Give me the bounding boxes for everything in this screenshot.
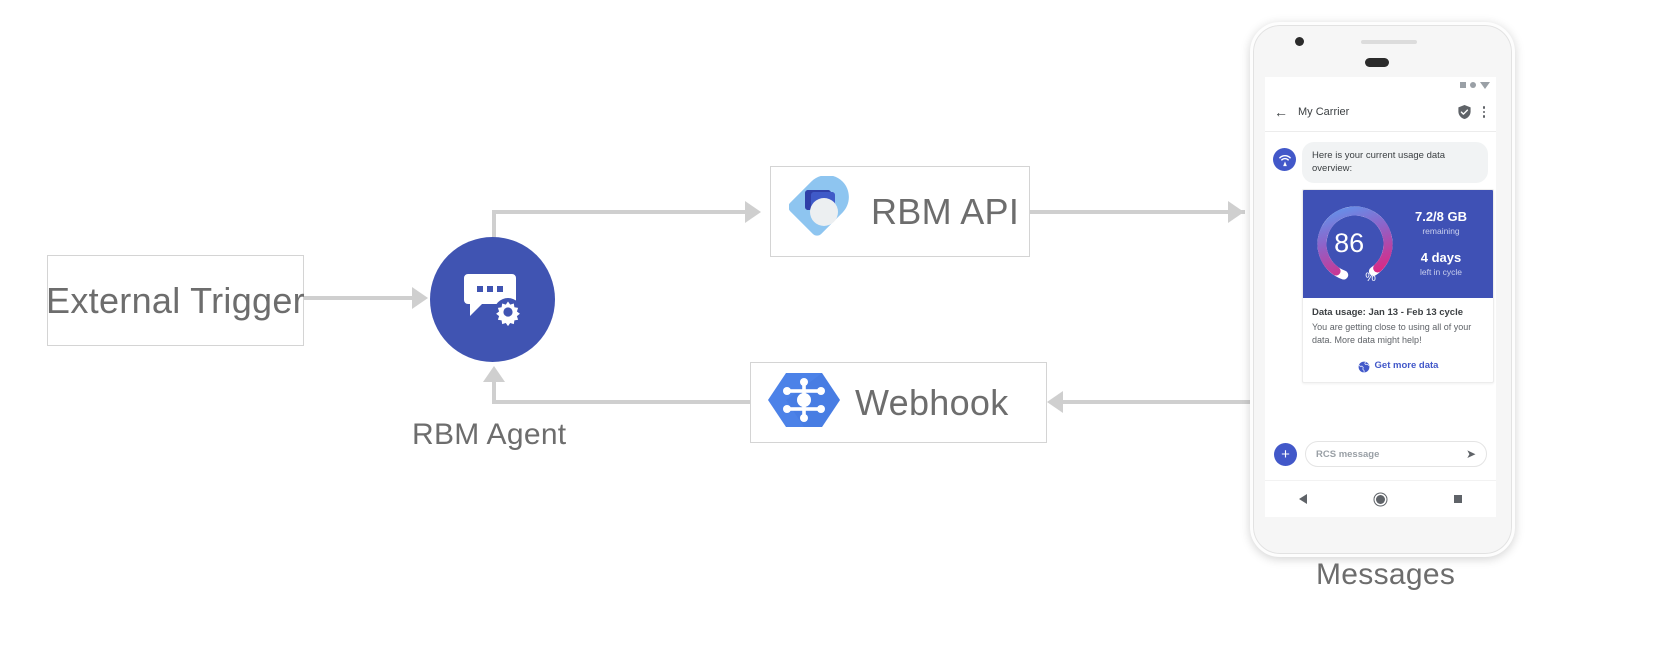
stat-data-remaining-value: 7.2/8 GB [1414, 208, 1468, 224]
globe-icon [1358, 360, 1370, 373]
get-more-data-button[interactable]: Get more data [1303, 351, 1493, 382]
card-text-block: Data usage: Jan 13 - Feb 13 cycle You ar… [1303, 298, 1493, 351]
gauge-stats: 7.2/8 GB remaining 4 days left in cycle [1399, 209, 1483, 279]
card-title: Data usage: Jan 13 - Feb 13 cycle [1312, 306, 1464, 318]
connector-api-to-phone [1030, 210, 1245, 214]
app-bar: ← My Carrier [1265, 93, 1496, 132]
phone-screen: ← My Carrier Here is [1265, 77, 1496, 517]
external-trigger-label: External Trigger [46, 279, 305, 321]
rbm-api-node[interactable]: RBM API [770, 166, 1030, 257]
top-speaker-grille [1361, 40, 1417, 44]
verified-shield-icon[interactable] [1457, 105, 1471, 119]
chat-gear-icon [462, 268, 524, 331]
gauge-percent: 86 % [1311, 200, 1399, 288]
usage-gauge: 86 % [1311, 200, 1399, 288]
message-composer: + RCS message ➤ [1265, 431, 1496, 477]
connector-webhook-to-agent-horizontal [492, 400, 752, 404]
send-icon[interactable]: ➤ [1465, 447, 1476, 461]
message-row: Here is your current usage data overview… [1273, 142, 1488, 183]
android-nav-bar [1265, 480, 1496, 517]
arrowhead-webhook-to-agent [483, 366, 505, 382]
front-camera-icon [1295, 37, 1304, 46]
broadcast-signal-icon [1273, 148, 1296, 171]
connector-trigger-to-agent [304, 296, 414, 300]
card-body: You are getting close to using all of yo… [1312, 321, 1472, 345]
connector-phone-to-webhook [1062, 400, 1252, 404]
rich-card[interactable]: 86 % 7.2/8 GB remaining 4 days left in c… [1302, 188, 1494, 383]
circle-icon [1470, 82, 1476, 88]
kebab-menu-icon[interactable] [1481, 104, 1488, 120]
gauge-percent-value: 86 [1334, 228, 1365, 259]
message-bubble: Here is your current usage data overview… [1302, 142, 1488, 183]
webhook-hexagon-icon [767, 367, 841, 438]
get-more-data-label: Get more data [1374, 360, 1439, 372]
rbm-api-label: RBM API [871, 190, 1020, 232]
rbm-agent-node[interactable] [430, 237, 555, 362]
arrowhead-phone-to-webhook [1047, 391, 1063, 413]
connector-agent-to-api-horizontal [492, 210, 747, 214]
stat-spacer [1399, 238, 1483, 250]
rcs-message-input[interactable]: RCS message ➤ [1305, 441, 1487, 467]
earpiece-speaker [1365, 58, 1389, 67]
conversation-list: Here is your current usage data overview… [1265, 132, 1496, 462]
rbm-api-logo-icon [788, 175, 855, 247]
rcs-message-placeholder: RCS message [1316, 448, 1380, 460]
arrowhead-trigger-to-agent [412, 287, 428, 309]
stat-days-left-caption: left in cycle [1419, 266, 1463, 277]
home-circle-icon[interactable] [1375, 494, 1385, 504]
gauge-panel: 86 % 7.2/8 GB remaining 4 days left in c… [1303, 189, 1493, 298]
arrowhead-agent-to-api [745, 201, 761, 223]
messages-label: Messages [1316, 558, 1456, 591]
stat-days-left-value: 4 days [1420, 249, 1462, 265]
back-triangle-icon[interactable] [1299, 494, 1308, 504]
stat-data-remaining-caption: remaining [1422, 225, 1460, 236]
back-arrow-icon[interactable]: ← [1274, 104, 1288, 120]
status-bar [1265, 77, 1496, 93]
plus-icon[interactable]: + [1274, 442, 1297, 466]
rbm-agent-label: RBM Agent [412, 418, 567, 451]
connector-webhook-to-agent-vertical [492, 382, 496, 404]
connector-agent-to-api-vertical [492, 210, 496, 256]
square-icon [1460, 82, 1466, 88]
external-trigger-node[interactable]: External Trigger [46, 255, 305, 346]
gauge-percent-symbol: % [1365, 269, 1376, 284]
recents-square-icon[interactable] [1453, 495, 1462, 503]
triangle-down-icon [1480, 81, 1490, 89]
webhook-node[interactable]: Webhook [750, 362, 1047, 443]
webhook-label: Webhook [855, 381, 1009, 423]
app-bar-title: My Carrier [1298, 106, 1350, 118]
arrowhead-api-to-phone [1228, 201, 1244, 223]
phone-device: ← My Carrier Here is [1250, 22, 1515, 557]
